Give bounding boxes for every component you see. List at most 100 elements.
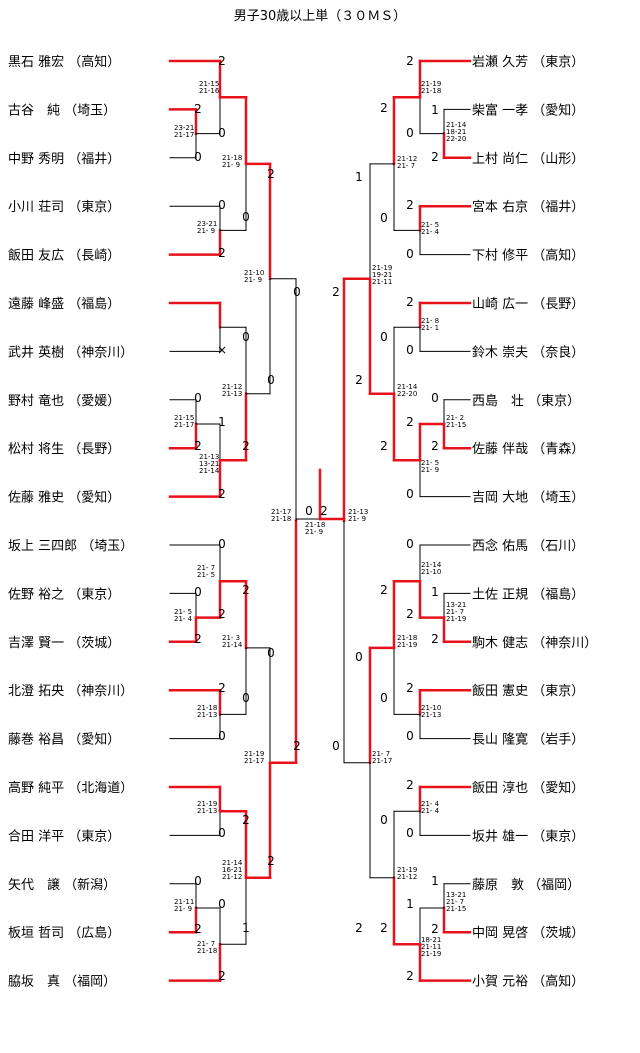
left-player-3: 中野 秀明 （福井） — [8, 152, 120, 167]
match-score-71: 1 — [431, 874, 439, 888]
game-score-79: 21- 7 — [446, 898, 464, 906]
game-score-60: 21- 9 — [421, 466, 439, 474]
match-score-51: 2 — [355, 373, 363, 387]
game-score-9: 21-10 — [244, 269, 264, 277]
game-score-43: 21-14 — [446, 121, 467, 129]
right-player-17: 坂井 雄一 （東京） — [472, 828, 584, 844]
match-score-3: 0 — [218, 126, 226, 140]
game-score-32: 21-19 — [197, 800, 217, 808]
right-player-19: 中岡 晃啓 （茨城） — [472, 926, 584, 941]
game-score-6: 21- 9 — [222, 161, 240, 169]
game-score-37: 21-11 — [174, 898, 194, 906]
match-score-7: 0 — [218, 198, 226, 212]
game-score-25: 21- 4 — [174, 615, 193, 623]
match-score-37: 2 — [218, 969, 226, 983]
match-score-61: 2 — [431, 632, 439, 646]
match-score-63: 2 — [406, 681, 414, 695]
right-player-2: 柴富 一孝 （愛知） — [472, 102, 584, 118]
game-score-56: 22-20 — [397, 390, 417, 398]
game-score-69: 21-19 — [397, 641, 417, 649]
game-score-14: 21-17 — [174, 421, 194, 429]
match-score-74: 2 — [380, 921, 388, 935]
game-score-17: 21-14 — [199, 467, 220, 475]
match-score-72: 1 — [406, 897, 414, 911]
right-player-11: 西念 佑馬 （石川） — [472, 538, 584, 554]
match-score-33: 0 — [194, 874, 202, 888]
game-score-26: 21- 3 — [222, 634, 240, 642]
game-score-20: 21-18 — [305, 521, 325, 529]
left-player-6: 遠藤 峰盛 （福島） — [8, 297, 120, 312]
match-score-73: 2 — [431, 922, 439, 936]
match-score-44: 0 — [380, 211, 388, 225]
match-score-39: 2 — [380, 101, 388, 115]
game-score-2: 21-16 — [199, 87, 220, 95]
match-score-29: 2 — [293, 739, 301, 753]
game-score-36: 21-12 — [222, 873, 242, 881]
game-score-1: 21-15 — [199, 80, 219, 88]
match-score-75: 2 — [406, 969, 414, 983]
left-player-13: 吉澤 賢一 （茨城） — [8, 636, 120, 651]
game-score-57: 21- 2 — [446, 414, 464, 422]
match-score-42: 2 — [431, 150, 439, 164]
game-score-22: 21- 7 — [197, 564, 215, 572]
match-score-16: 2 — [242, 439, 250, 453]
game-score-28: 21-18 — [197, 704, 217, 712]
match-score-62: 0 — [355, 650, 363, 664]
game-score-61: 21-13 — [348, 508, 368, 516]
right-player-5: 下村 修平 （高知） — [472, 248, 584, 264]
game-score-19: 21-18 — [271, 515, 291, 523]
game-score-53: 21- 8 — [421, 317, 439, 325]
game-score-29: 21-13 — [197, 711, 217, 719]
right-player-6: 山崎 広一 （長野） — [472, 297, 584, 312]
game-score-83: 21-19 — [421, 950, 441, 958]
game-score-33: 21-13 — [197, 807, 217, 815]
right-player-list: 岩瀬 久芳 （東京）柴富 一孝 （愛知）上村 尚仁 （山形）宮本 右京 （福井）… — [472, 54, 597, 990]
match-score-41: 0 — [406, 126, 414, 140]
match-score-9: 0 — [293, 285, 301, 299]
right-player-4: 宮本 右京 （福井） — [472, 199, 584, 215]
right-player-15: 長山 隆寛 （岩手） — [472, 732, 584, 748]
match-score-13: 0 — [194, 391, 202, 405]
right-player-9: 佐藤 伴哉 （青森） — [472, 442, 584, 457]
match-score-4: 0 — [194, 150, 202, 164]
match-score-36: 1 — [242, 921, 250, 935]
match-score-69: 0 — [406, 826, 414, 840]
match-score-65: 0 — [406, 729, 414, 743]
game-score-45: 22-20 — [446, 135, 466, 143]
game-score-21: 21- 9 — [305, 528, 323, 536]
match-score-10: 0 — [242, 330, 250, 344]
match-score-60: 2 — [406, 607, 414, 621]
game-score-58: 21-15 — [446, 421, 466, 429]
left-player-15: 藤巻 裕昌 （愛知） — [8, 732, 120, 748]
match-score-64: 0 — [380, 691, 388, 705]
match-score-68: 0 — [380, 813, 388, 827]
match-score-34: 0 — [218, 897, 226, 911]
left-player-4: 小川 荘司 （東京） — [8, 199, 120, 215]
left-player-5: 飯田 友広 （長崎） — [8, 248, 120, 264]
game-score-66: 21- 7 — [446, 608, 464, 616]
game-score-76: 21-19 — [397, 866, 417, 874]
left-player-11: 坂上 三四郎 （埼玉） — [8, 539, 133, 554]
match-score-56: 0 — [406, 487, 414, 501]
page-title: 男子30歳以上単（３０ＭＳ） — [234, 8, 407, 24]
match-score-27: 0 — [242, 691, 250, 705]
match-score-54: 2 — [380, 439, 388, 453]
right-player-16: 飯田 淳也 （愛知） — [472, 780, 584, 796]
match-score-50: 0 — [406, 343, 414, 357]
game-score-67: 21-19 — [446, 615, 466, 623]
right-player-13: 駒木 健志 （神奈川） — [472, 636, 597, 651]
left-player-9: 松村 将生 （長野） — [8, 442, 120, 457]
match-score-23: 2 — [218, 607, 226, 621]
match-score-18: 0 — [305, 504, 313, 518]
match-score-38: 2 — [406, 54, 414, 68]
match-score-70: 2 — [355, 921, 363, 935]
left-player-list: 黒石 雅宏 （高知）古谷 純 （埼玉）中野 秀明 （福井）小川 荘司 （東京）飯… — [8, 54, 133, 990]
right-player-3: 上村 尚仁 （山形） — [472, 152, 584, 167]
left-player-1: 黒石 雅宏 （高知） — [8, 54, 120, 70]
right-player-18: 藤原 敦 （福岡） — [472, 877, 580, 893]
match-score-57: 0 — [406, 537, 414, 551]
game-score-3: 23-21 — [174, 124, 194, 132]
game-score-71: 21-13 — [421, 711, 441, 719]
match-score-14: 1 — [218, 415, 226, 429]
